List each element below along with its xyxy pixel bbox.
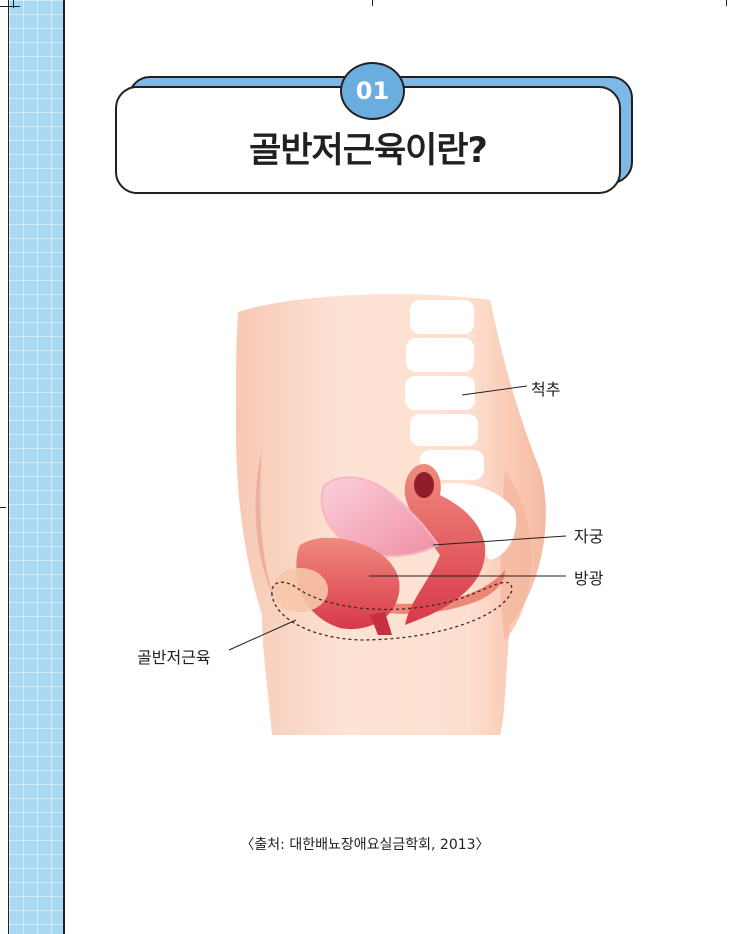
label-pelvic-floor: 골반저근육: [137, 648, 211, 667]
crop-mark: [0, 507, 6, 508]
crop-mark: [13, 0, 14, 8]
crop-mark: [726, 0, 727, 6]
crop-mark: [372, 0, 373, 6]
uterus-leader: [432, 535, 567, 546]
figure-caption: 〈출처: 대한배뇨장애요실금학회, 2013〉: [240, 837, 490, 853]
uterus: [320, 476, 440, 558]
label-uterus: 자궁: [574, 527, 604, 546]
pelvic-floor-outline: [271, 581, 513, 641]
pelvic-floor-leader: [228, 619, 297, 651]
rectum-opening: [414, 472, 434, 498]
label-bladder: 방광: [574, 569, 604, 588]
section-number-badge: 01: [340, 62, 405, 120]
section-title: 골반저근육이란?: [249, 130, 488, 171]
urethra: [370, 612, 392, 635]
crop-mark: [0, 6, 20, 7]
spine-leader: [461, 385, 528, 396]
bladder: [296, 537, 400, 630]
front-shading: [255, 450, 275, 600]
label-spine: 척추: [531, 380, 561, 399]
side-grid-strip: [8, 0, 65, 934]
